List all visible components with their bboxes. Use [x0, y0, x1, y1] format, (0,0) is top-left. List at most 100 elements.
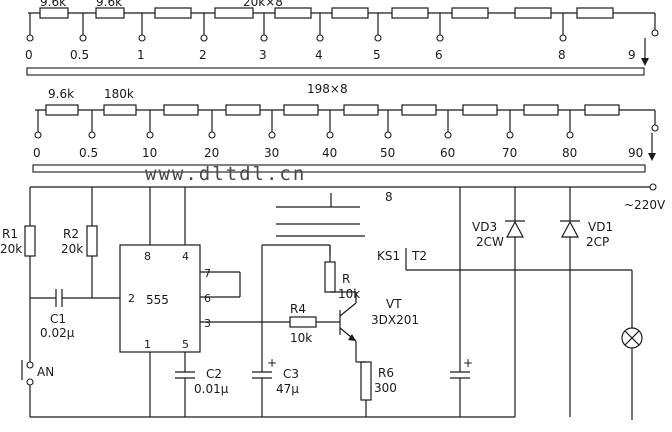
top-divider: 9.6k 9.6k 20k×8 0 0.5 1 2 3 4 5 6 8 9 — [25, 0, 659, 76]
tap-point[interactable] — [79, 34, 87, 42]
top-resistor-4 — [214, 7, 254, 19]
pin-3: 3 — [204, 317, 211, 330]
supply-label: ~220V — [624, 198, 666, 212]
mid-resistor-4 — [225, 104, 261, 116]
tap-point[interactable] — [260, 34, 268, 42]
tap-point[interactable] — [506, 131, 514, 139]
r1-value: 20k — [0, 242, 22, 256]
mid-wiper-arrow-icon — [648, 153, 656, 161]
top-wiper-arrow-icon — [641, 58, 649, 66]
middle-divider: 198×8 9.6k 180k 0 0.5 10 20 30 40 — [32, 82, 659, 173]
top-resistor-10 — [576, 7, 614, 19]
top-resistor-2 — [95, 7, 125, 19]
tap-point[interactable] — [436, 34, 444, 42]
timer-555-chip — [119, 244, 201, 353]
top-series-label: 20k×8 — [243, 0, 283, 9]
r4-name: R4 — [290, 302, 306, 316]
pin-8: 8 — [144, 250, 151, 263]
tap-point[interactable] — [384, 131, 392, 139]
top-tap-label: 2 — [199, 48, 207, 62]
mid-slider-bar[interactable] — [32, 164, 646, 173]
tap-point[interactable] — [559, 34, 567, 42]
tap-point[interactable] — [326, 131, 334, 139]
top-res-label-1: 9.6k — [40, 0, 66, 9]
r4-value: 10k — [290, 331, 312, 345]
c3-plus: + — [267, 356, 277, 370]
tap-point[interactable] — [146, 131, 154, 139]
top-tap-label: 4 — [315, 48, 323, 62]
r4-resistor — [289, 316, 317, 328]
tap-point[interactable] — [26, 34, 34, 42]
vd3-zener-diode — [506, 220, 524, 238]
mid-resistor-10 — [584, 104, 620, 116]
mid-tap-label: 40 — [322, 146, 337, 160]
vd3-value: 2CW — [476, 235, 504, 249]
mid-resistor-5 — [283, 104, 319, 116]
top-tap-label: 0.5 — [70, 48, 89, 62]
c2-name: C2 — [206, 367, 222, 381]
mid-res-label-2: 180k — [104, 87, 134, 101]
mid-tap-label: 30 — [264, 146, 279, 160]
pin-7: 7 — [204, 267, 211, 280]
vt-collector — [339, 302, 357, 317]
c3-name: C3 — [283, 367, 299, 381]
r2-name: R2 — [63, 227, 79, 241]
c1-value: 0.02μ — [40, 326, 75, 340]
tap-point[interactable] — [268, 131, 276, 139]
ks1-label: KS1 — [377, 249, 400, 263]
tap-point[interactable] — [208, 131, 216, 139]
mid-resistor-7 — [401, 104, 437, 116]
tap-point[interactable] — [138, 34, 146, 42]
top-resistor-3 — [154, 7, 192, 19]
vd1-value: 2CP — [586, 235, 609, 249]
tap-point[interactable] — [444, 131, 452, 139]
vt-name: VT — [386, 297, 402, 311]
mid-tap-label: 90 — [628, 146, 643, 160]
top-tap-label: 9 — [628, 48, 636, 62]
mid-tap-label: 10 — [142, 146, 157, 160]
top-slider-bar[interactable] — [26, 67, 645, 76]
r2-value: 20k — [61, 242, 83, 256]
vd1-name: VD1 — [588, 220, 613, 234]
vd3-name: VD3 — [472, 220, 497, 234]
mid-resistor-6 — [343, 104, 379, 116]
tap-point[interactable] — [316, 34, 324, 42]
mid-tap-label: 70 — [502, 146, 517, 160]
tap-point[interactable] — [34, 131, 42, 139]
top-resistor-8 — [451, 7, 489, 19]
mid-resistor-3 — [163, 104, 199, 116]
tap-point[interactable] — [566, 131, 574, 139]
watermark: www.dltdl.cn — [145, 163, 306, 185]
top-resistor-6 — [331, 7, 369, 19]
top-resistor-7 — [391, 7, 429, 19]
timer-name: 555 — [146, 293, 169, 307]
top-tap-label: 3 — [259, 48, 267, 62]
an-switch-contact — [26, 378, 34, 386]
mid-resistor-1 — [45, 104, 79, 116]
tap-point[interactable] — [200, 34, 208, 42]
top-resistor-5 — [274, 7, 312, 19]
tap-point[interactable] — [374, 34, 382, 42]
tap-point[interactable] — [88, 131, 96, 139]
r6-value: 300 — [374, 381, 397, 395]
mid-taps — [34, 110, 574, 139]
top-tap-label: 0 — [25, 48, 33, 62]
top-tap-label: 1 — [137, 48, 145, 62]
c3-value: 47μ — [276, 382, 299, 396]
top-tap-label: 8 — [558, 48, 566, 62]
pin-2: 2 — [128, 292, 135, 305]
r-name: R — [342, 272, 350, 286]
mid-tap-label: 0.5 — [79, 146, 98, 160]
c4-plus: + — [463, 356, 473, 370]
mid-resistor-9 — [523, 104, 559, 116]
top-tap-label: 5 — [373, 48, 381, 62]
top-taps — [26, 13, 567, 42]
vt-emitter-arrow-icon — [348, 334, 356, 341]
r1-name: R1 — [2, 227, 18, 241]
c1-name: C1 — [50, 312, 66, 326]
lower-circuit: ~220V 8 R1 20k AN R2 20k C1 0.02 — [0, 183, 666, 420]
supply-terminal[interactable] — [649, 183, 657, 191]
pin-1: 1 — [144, 338, 151, 351]
vt-value: 3DX201 — [371, 313, 419, 327]
